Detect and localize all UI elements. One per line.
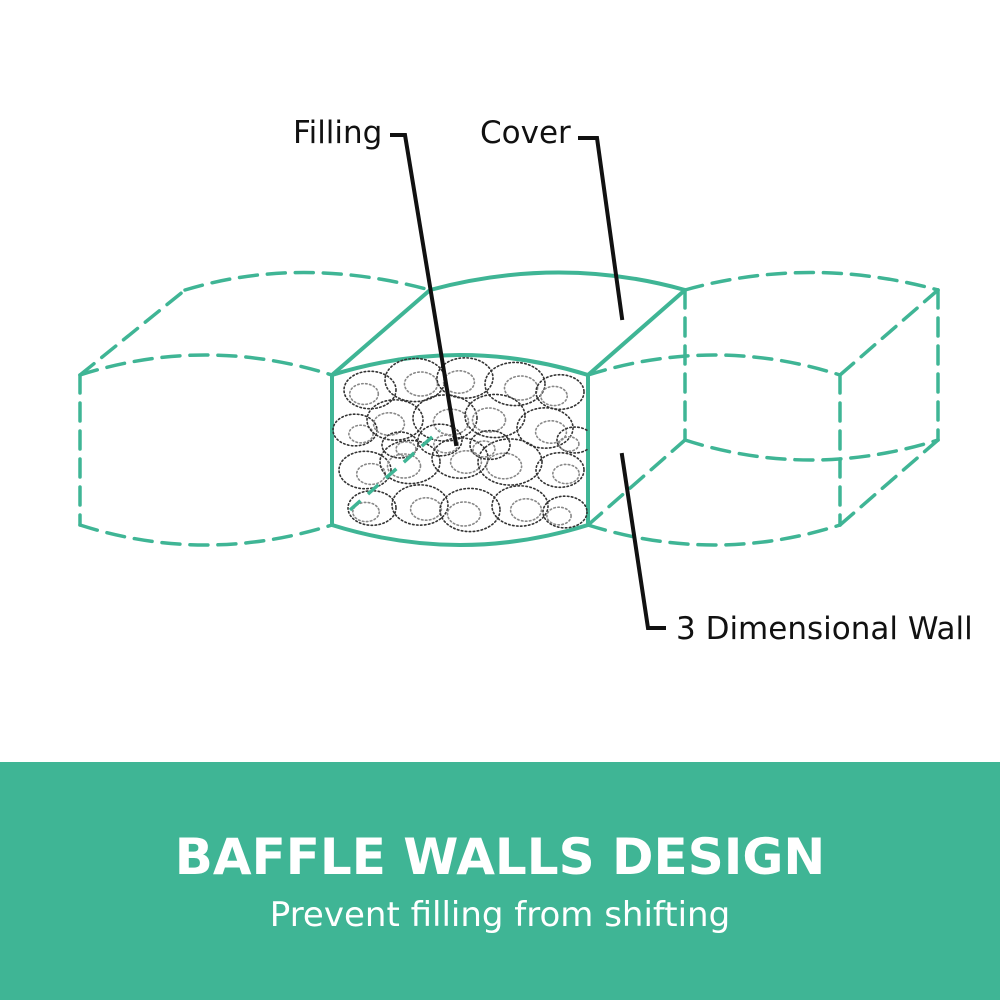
- leader-line-cover: [578, 136, 625, 321]
- filling-puff-inner: [449, 449, 483, 474]
- filling-puff-inner: [485, 452, 523, 480]
- filling-puff-inner: [351, 501, 380, 523]
- leader-line-wall: [619, 452, 666, 630]
- filling-puff-inner: [433, 434, 459, 454]
- feature-banner: BAFFLE WALLS DESIGN Prevent filling from…: [0, 762, 1000, 1000]
- filling-puff: [484, 361, 546, 407]
- leader-lines: [390, 133, 666, 630]
- filling-puff-inner: [551, 463, 580, 485]
- filling-puff-inner: [395, 440, 417, 457]
- filling-puff: [379, 439, 441, 485]
- label-3d-wall: 3 Dimensional Wall: [676, 611, 973, 647]
- center-chamber-cover: [330, 270, 687, 547]
- filling-puff: [338, 450, 392, 490]
- filling-puff: [436, 357, 494, 399]
- filling-puff: [491, 485, 549, 527]
- filling-puff-inner: [539, 385, 568, 407]
- filling-puff-inner: [503, 375, 539, 401]
- filling-puff-inner: [386, 453, 422, 479]
- filling-puff: [381, 431, 419, 459]
- filling-puff-inner: [471, 407, 507, 433]
- filling-puff-inner: [509, 497, 543, 522]
- banner-title: BAFFLE WALLS DESIGN: [174, 828, 826, 886]
- label-cover: Cover: [480, 115, 571, 151]
- filling-puff: [464, 393, 526, 439]
- filling-puff-inner: [446, 501, 482, 527]
- filling-puff: [366, 399, 424, 441]
- filling-puff-inner: [558, 435, 580, 452]
- inner-hidden-edge: [348, 428, 442, 512]
- filling-puff: [542, 495, 588, 529]
- baffle-diagram: [78, 133, 940, 630]
- left-baffle-chamber: [78, 270, 432, 547]
- banner-subtitle: Prevent filling from shifting: [269, 895, 731, 935]
- filling-puff-inner: [534, 419, 568, 444]
- filling-puff: [516, 407, 574, 449]
- filling-puff: [469, 429, 511, 461]
- filling-puff: [431, 437, 489, 479]
- filling-puff: [556, 426, 588, 454]
- filling-puff-inner: [472, 440, 496, 458]
- filling-puff: [535, 451, 585, 489]
- right-baffle-chamber: [586, 270, 940, 547]
- filling-puff: [343, 370, 397, 410]
- filling-puff: [332, 413, 378, 447]
- filling-puff-inner: [442, 369, 476, 394]
- filling-clusters: [332, 357, 588, 533]
- filling-puff: [391, 484, 449, 526]
- filling-puff-inner: [409, 496, 443, 521]
- filling-puff: [477, 438, 543, 486]
- filling-puff: [439, 487, 501, 533]
- filling-puff-inner: [348, 424, 374, 444]
- filling-puff: [535, 373, 585, 411]
- label-filling: Filling: [293, 115, 383, 151]
- leader-line-filling: [390, 133, 459, 447]
- filling-puff-inner: [348, 382, 380, 406]
- filling-puff: [417, 423, 463, 457]
- filling-puff-inner: [403, 371, 439, 397]
- filling-puff-inner: [546, 506, 572, 526]
- filling-puff: [412, 394, 478, 442]
